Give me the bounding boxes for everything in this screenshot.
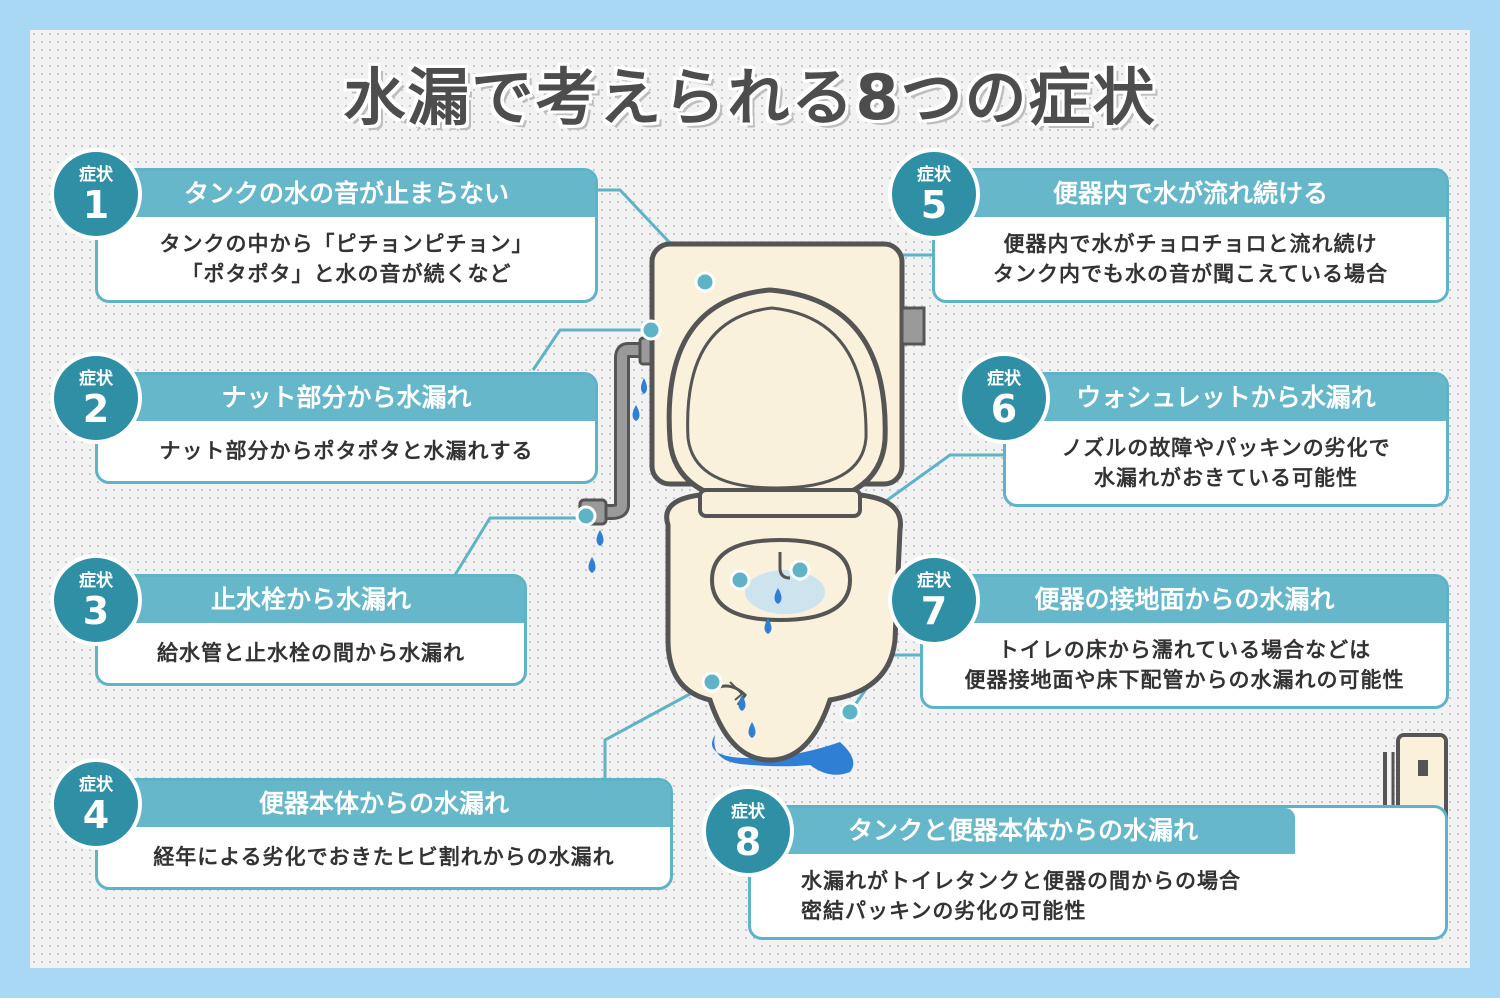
symptom-heading: タンクと便器本体からの水漏れ [751, 808, 1295, 854]
badge-number: 7 [920, 589, 948, 633]
symptom-card-1: タンクの水の音が止まらない タンクの中から「ピチョンピチョン」 「ポタポタ」と水… [95, 168, 598, 303]
symptom-text: 水漏れがトイレタンクと便器の間からの場合 密結パッキンの劣化の可能性 [801, 868, 1241, 923]
symptom-text: 便器内で水がチョロチョロと流れ続け タンク内でも水の音が聞こえている場合 [993, 231, 1388, 286]
symptom-card-8: タンクと便器本体からの水漏れ 水漏れがトイレタンクと便器の間からの場合 密結パッ… [748, 805, 1448, 940]
water-drops [588, 378, 782, 738]
badge-number: 8 [734, 820, 762, 864]
symptom-text: トイレの床から濡れている場合などは 便器接地面や床下配管からの水漏れの可能性 [964, 637, 1405, 692]
symptom-heading: タンクの水の音が止まらない [98, 171, 595, 217]
badge-number: 6 [990, 387, 1018, 431]
symptom-card-5: 便器内で水が流れ続ける 便器内で水がチョロチョロと流れ続け タンク内でも水の音が… [932, 168, 1449, 303]
badge-label: 症状 [917, 165, 951, 185]
symptom-card-2: ナット部分から水漏れ ナット部分からポタポタと水漏れする [95, 372, 598, 484]
symptom-badge-3: 症状 3 [50, 554, 142, 646]
symptom-text: ナット部分からポタポタと水漏れする [159, 439, 534, 463]
symptom-badge-4: 症状 4 [50, 758, 142, 850]
symptom-badge-2: 症状 2 [50, 352, 142, 444]
badge-label: 症状 [79, 571, 113, 591]
badge-label: 症状 [79, 165, 113, 185]
symptom-card-4: 便器本体からの水漏れ 経年による劣化でおきたヒビ割れからの水漏れ [95, 778, 673, 890]
badge-label: 症状 [987, 369, 1021, 389]
symptom-heading: 便器内で水が流れ続ける [935, 171, 1446, 217]
badge-label: 症状 [917, 571, 951, 591]
symptom-text: タンクの中から「ピチョンピチョン」 「ポタポタ」と水の音が続くなど [159, 231, 534, 286]
symptom-heading: 止水栓から水漏れ [98, 577, 524, 623]
symptom-heading: 便器本体からの水漏れ [98, 781, 670, 827]
symptom-text: 給水管と止水栓の間から水漏れ [157, 641, 465, 665]
floor-puddle-shape [712, 735, 854, 775]
badge-number: 5 [920, 183, 948, 227]
symptom-badge-7: 症状 7 [888, 554, 980, 646]
badge-number: 3 [82, 589, 110, 633]
symptom-badge-8: 症状 8 [702, 785, 794, 877]
toilet-lid [666, 287, 888, 508]
toilet-bowl [664, 492, 903, 763]
symptom-text: ノズルの故障やパッキンの劣化で 水漏れがおきている可能性 [1061, 435, 1391, 490]
badge-label: 症状 [79, 775, 113, 795]
page-title: 水漏で考えられる8つの症状 [343, 61, 1157, 134]
symptom-card-6: ウォシュレットから水漏れ ノズルの故障やパッキンの劣化で 水漏れがおきている可能… [1003, 372, 1449, 507]
symptom-badge-5: 症状 5 [888, 148, 980, 240]
connector-dots [575, 271, 861, 723]
symptom-heading: 便器の接地面からの水漏れ [923, 577, 1446, 623]
badge-number: 1 [82, 183, 110, 227]
symptom-text: 経年による劣化でおきたヒビ割れからの水漏れ [153, 845, 615, 869]
symptom-heading: ウォシュレットから水漏れ [1006, 375, 1446, 421]
symptom-heading: ナット部分から水漏れ [98, 375, 595, 421]
symptom-card-7: 便器の接地面からの水漏れ トイレの床から濡れている場合などは 便器接地面や床下配… [920, 574, 1449, 709]
symptom-badge-6: 症状 6 [958, 352, 1050, 444]
symptom-card-3: 止水栓から水漏れ 給水管と止水栓の間から水漏れ [95, 574, 527, 686]
badge-label: 症状 [731, 802, 765, 822]
symptom-badge-1: 症状 1 [50, 148, 142, 240]
badge-label: 症状 [79, 369, 113, 389]
badge-number: 4 [82, 793, 110, 837]
badge-number: 2 [82, 387, 110, 431]
